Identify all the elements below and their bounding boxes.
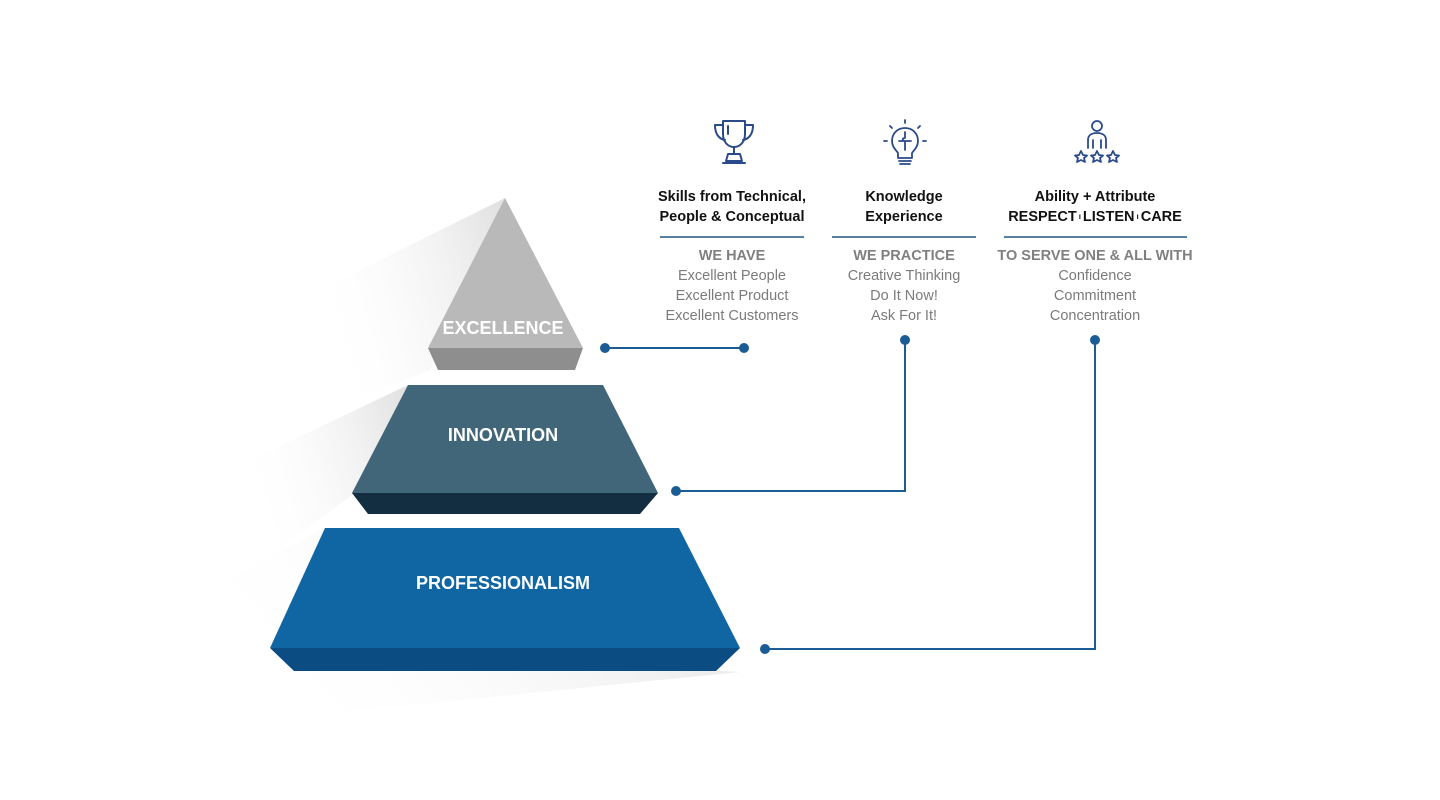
column-heading: Knowledge Experience [794,187,1014,227]
column-body: WE PRACTICE Creative Thinking Do It Now!… [794,246,1014,326]
tier-label-innovation: INNOVATION [448,425,558,445]
value-respect: RESPECT [1008,209,1077,225]
column-divider [832,236,976,238]
pyramid-shadow [230,385,408,570]
value-listen: LISTEN [1082,209,1135,225]
column-heading: Skills from Technical, People & Conceptu… [622,187,842,227]
heading-line: Skills from Technical, [657,189,806,205]
heading-line: Experience [865,209,943,225]
connector-professionalism [760,335,1100,654]
column-divider [660,236,804,238]
tier-excellence: EXCELLENCE [428,198,583,370]
tier-label-professionalism: PROFESSIONALISM [416,573,590,593]
list-item: Excellent Product [675,288,789,304]
trophy-icon [714,120,754,164]
column-divider [1004,236,1187,238]
separator: ı [1078,212,1081,222]
person-rating-stars-icon [1074,120,1120,163]
value-care: CARE [1140,209,1182,225]
tier-professionalism: PROFESSIONALISM [270,528,740,671]
list-item: Confidence [1058,268,1132,284]
list-item: Excellent Customers [665,308,799,324]
column-body: WE HAVE Excellent People Excellent Produ… [622,246,842,326]
list-item: Commitment [1053,288,1137,304]
lightbulb-puzzle-icon [883,119,927,165]
heading-line: Knowledge [865,189,943,205]
connector-excellence [600,343,749,353]
column-lead: TO SERVE ONE & ALL WITH [997,248,1193,264]
column-lead: WE HAVE [698,248,766,264]
column-body: TO SERVE ONE & ALL WITH Confidence Commi… [985,246,1205,326]
pyramid-shadow [170,528,740,725]
list-item: Creative Thinking [847,268,961,284]
list-item: Ask For It! [870,308,938,324]
connector-innovation [671,335,910,496]
list-item: Excellent People [677,268,786,284]
heading-line: Ability + Attribute [1034,189,1156,205]
list-item: Do It Now! [870,288,938,304]
tier-label-excellence: EXCELLENCE [442,318,563,338]
column-lead: WE PRACTICE [853,248,955,264]
heading-line: People & Conceptual [659,209,805,225]
pyramid-shadow [300,198,505,410]
separator: ı [1136,212,1139,222]
tier-innovation: INNOVATION [352,385,658,514]
list-item: Concentration [1049,308,1141,324]
